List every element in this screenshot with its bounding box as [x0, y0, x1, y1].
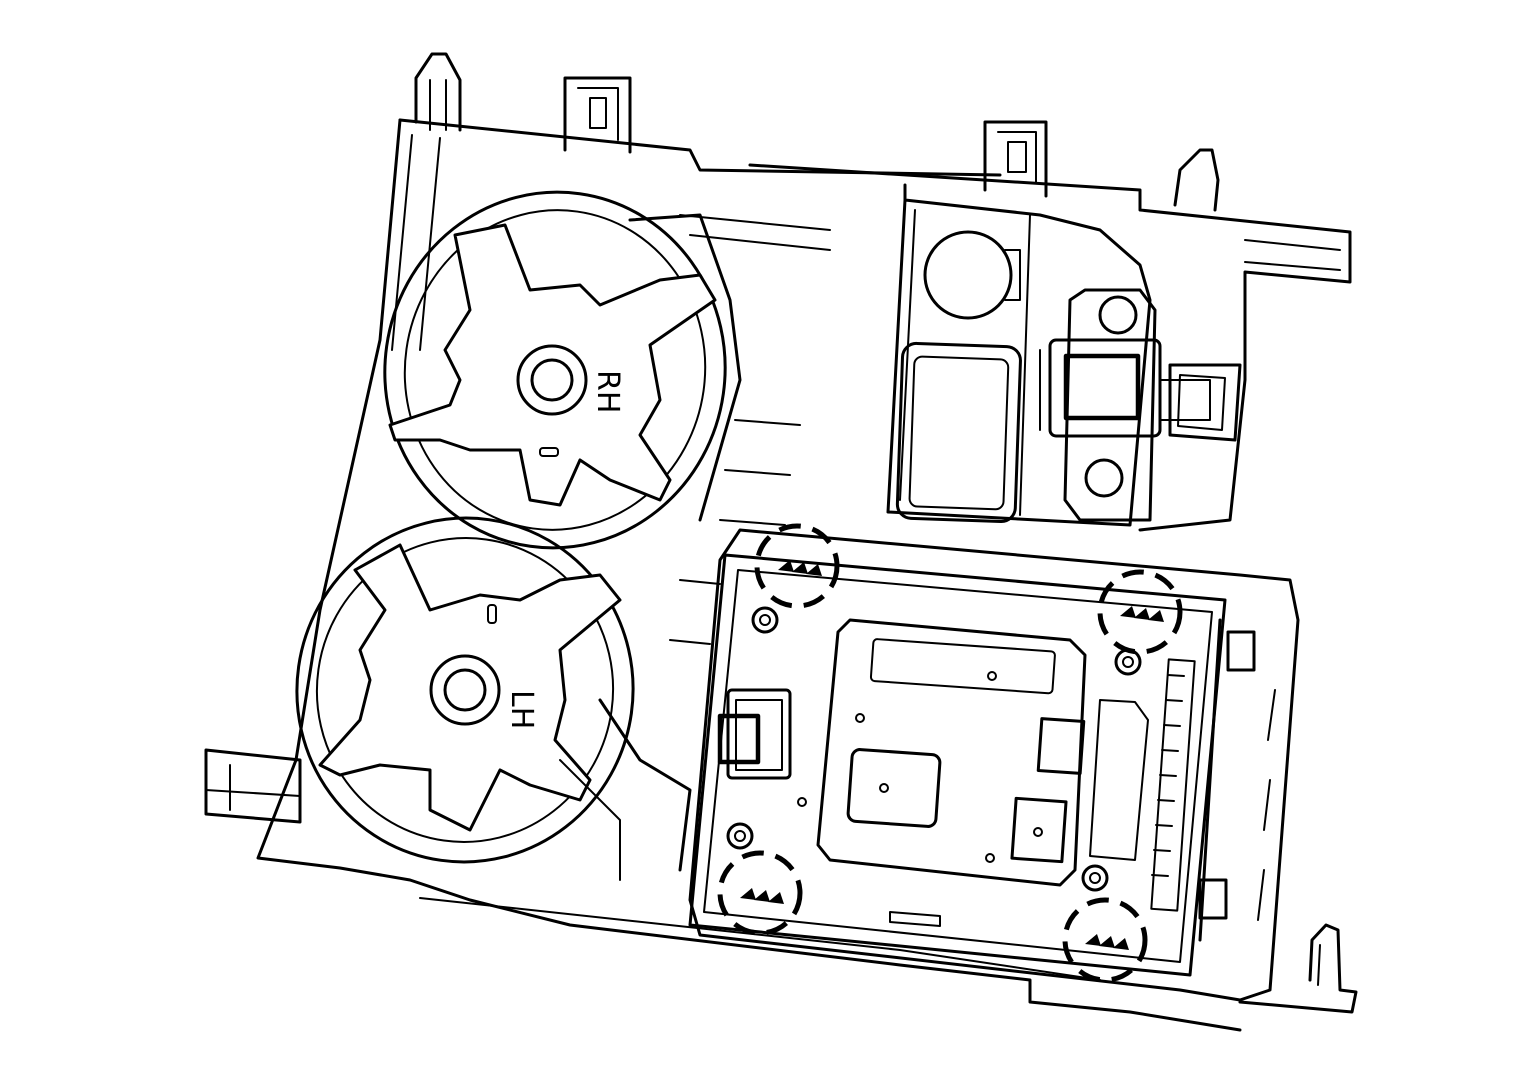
fan-rh	[383, 190, 727, 550]
fan-lh	[295, 516, 635, 864]
highlight-circle-upper-left	[754, 523, 840, 609]
fan-support	[559, 213, 831, 881]
fastener-highlights	[717, 523, 1183, 983]
highlight-circle-upper-right	[1097, 569, 1183, 655]
housing	[204, 52, 1358, 1032]
highlight-circle-lower-right	[1062, 897, 1148, 983]
edge-connector	[1150, 618, 1276, 942]
control-module	[688, 528, 1300, 1002]
duct-section	[886, 183, 1242, 527]
fan-label-lh: LH	[504, 690, 539, 729]
fan-label-rh: RH	[590, 370, 625, 413]
highlight-circle-lower-left	[717, 850, 803, 936]
